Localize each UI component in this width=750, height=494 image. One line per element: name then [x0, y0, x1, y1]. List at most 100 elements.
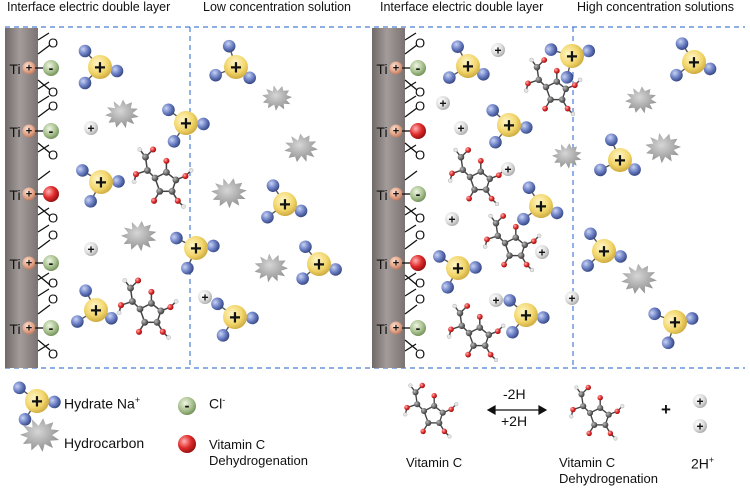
- svg-text:+: +: [452, 258, 464, 280]
- svg-text:-: -: [185, 398, 190, 415]
- proton-ion: +: [491, 43, 505, 58]
- hydrocarbon-molecule: [625, 86, 657, 114]
- svg-text:+: +: [669, 312, 681, 334]
- svg-text:+: +: [504, 163, 511, 177]
- svg-text:O: O: [415, 276, 425, 291]
- ti-site: Ti + -: [376, 304, 426, 351]
- svg-text:+: +: [229, 307, 241, 329]
- hydrated-na-ion: +: [78, 44, 124, 90]
- svg-text:Ti: Ti: [376, 124, 387, 140]
- ti-site: Ti + -: [9, 44, 59, 91]
- svg-text:+: +: [26, 189, 32, 201]
- svg-text:+: +: [538, 246, 545, 260]
- hydrated-na-ion: +: [261, 179, 308, 224]
- vitamin-c-molecule: [447, 303, 506, 363]
- reaction-vitamin-c-molecule: [403, 382, 459, 439]
- hydrocarbon-molecule: [621, 263, 657, 294]
- svg-text:O: O: [415, 85, 425, 100]
- hydrocarbon-molecule: [105, 99, 139, 129]
- legend-hydrocarbon-label: Hydrocarbon: [64, 435, 145, 451]
- hydrocarbon-molecule: [284, 133, 318, 162]
- ti-site: Ti+-: [9, 239, 59, 286]
- svg-text:+: +: [568, 292, 575, 306]
- ti-site: Ti + -: [376, 44, 426, 91]
- svg-text:O: O: [48, 292, 58, 307]
- cl-ion: [410, 60, 426, 76]
- svg-text:Ti: Ti: [376, 61, 387, 77]
- header-low-concentration: Low concentration solution: [203, 0, 352, 14]
- svg-text:-: -: [416, 186, 421, 202]
- svg-text:+: +: [462, 56, 474, 78]
- svg-text:O: O: [48, 99, 58, 114]
- svg-text:Ti: Ti: [9, 124, 20, 140]
- svg-text:+: +: [393, 63, 399, 75]
- hydrated-na-ion: +: [433, 250, 482, 294]
- reaction-plus-sign: +: [661, 400, 671, 419]
- svg-text:+: +: [26, 126, 32, 138]
- header-left-edl: Interface electric double layer: [7, 0, 171, 14]
- svg-text:O: O: [415, 211, 425, 226]
- svg-text:O: O: [48, 347, 58, 362]
- svg-text:-: -: [49, 320, 54, 336]
- hydrated-na-ion: +: [581, 227, 627, 272]
- reaction-proton-ion: +: [693, 394, 707, 409]
- cl-ion: [43, 60, 59, 76]
- svg-text:Ti: Ti: [9, 256, 20, 272]
- svg-text:-: -: [416, 60, 421, 76]
- vitamin-c-molecule: [448, 147, 507, 207]
- ti-site: Ti +: [9, 170, 59, 217]
- hydrated-na-ion: +: [211, 297, 259, 342]
- vitamin-c-molecule: [131, 146, 194, 209]
- svg-text:+: +: [26, 63, 32, 75]
- proton-ion: +: [454, 121, 468, 136]
- svg-text:+: +: [180, 113, 192, 135]
- svg-text:Ti: Ti: [9, 187, 20, 203]
- hydrated-na-ion: +: [71, 284, 118, 328]
- ti-site: Ti+-: [9, 107, 59, 154]
- svg-text:+: +: [94, 57, 106, 79]
- ti-site: Ti+-: [376, 170, 426, 217]
- hydrated-na-ion: +: [594, 133, 641, 177]
- proton-ion: +: [84, 242, 98, 257]
- header-high-concentration: High concentration solutions: [577, 0, 735, 14]
- svg-text:Ti: Ti: [376, 321, 387, 337]
- svg-text:+: +: [614, 150, 626, 172]
- header-right-edl: Interface electric double layer: [380, 0, 544, 14]
- reaction-reactant-label: Vitamin C: [406, 455, 463, 470]
- svg-text:+: +: [535, 196, 547, 218]
- svg-text:Ti: Ti: [9, 321, 20, 337]
- ti-site: Ti +: [376, 107, 426, 154]
- svg-text:+: +: [492, 294, 499, 308]
- vitamin-c-dehydrogenated-site: [410, 255, 426, 271]
- proton-ion: +: [198, 290, 212, 305]
- hydrated-na-ion: +: [517, 181, 564, 226]
- proton-ion: +: [84, 121, 98, 136]
- vitamin-c-molecule: [483, 213, 542, 273]
- reaction-dehydrogenated-molecule: [569, 384, 625, 441]
- legend-hydrate-na-label: Hydrate Na+: [64, 395, 141, 412]
- svg-text:+: +: [494, 44, 501, 58]
- svg-text:Ti: Ti: [9, 61, 20, 77]
- svg-text:-: -: [49, 60, 54, 76]
- reaction-protons-label: 2H+: [691, 455, 715, 472]
- proton-ion: +: [445, 212, 459, 227]
- svg-text:+: +: [566, 46, 578, 68]
- hydrated-na-ion: +: [486, 104, 533, 149]
- hydrated-na-ion: +: [503, 294, 550, 339]
- hydrated-na-ion: +: [544, 43, 596, 84]
- svg-text:+: +: [393, 323, 399, 335]
- svg-text:-: -: [416, 320, 421, 336]
- legend-hydrate-na-icon: +: [13, 381, 61, 426]
- svg-text:+: +: [520, 305, 532, 327]
- svg-text:O: O: [48, 211, 58, 226]
- ti-site: Ti+-: [9, 304, 59, 351]
- svg-text:+: +: [393, 126, 399, 138]
- svg-text:-: -: [49, 255, 54, 271]
- hydrocarbon-molecule: [211, 178, 247, 209]
- cl-ion: [410, 186, 426, 202]
- svg-text:O: O: [48, 148, 58, 163]
- hydrated-na-ion: +: [209, 39, 257, 85]
